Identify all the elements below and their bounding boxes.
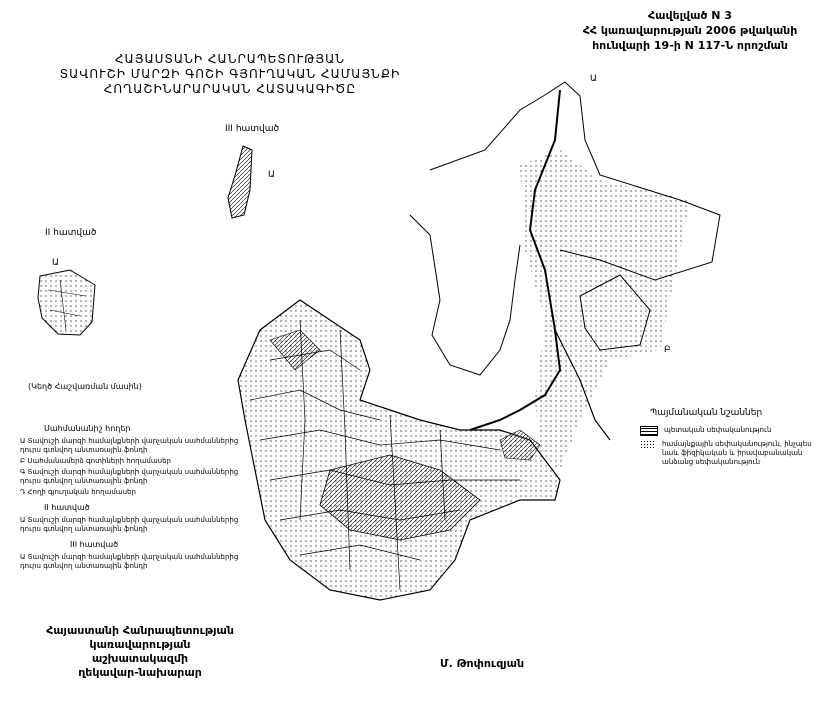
part-2-parcel	[37, 269, 96, 336]
part-2-letter: Ա	[52, 258, 59, 268]
left-legend-item: Ա Տավուշի մարզի համայնքների վարչական սահ…	[20, 516, 239, 533]
map-title: ՀԱՅԱՍՏԱՆԻ ՀԱՆՐԱՊԵՏՈՒԹՅԱՆ ՏԱՎՈՒՇԻ ՄԱՐԶԻ Գ…	[40, 52, 420, 97]
map-title-line-1: ՀԱՅԱՍՏԱՆԻ ՀԱՆՐԱՊԵՏՈՒԹՅԱՆ	[114, 52, 346, 66]
left-legend-item: Բ Սահմանամերձ գոտիների հողամասեր	[20, 457, 171, 465]
signatory-line-2: կառավարության աշխատակազմի	[89, 638, 191, 665]
left-legend-item: Ա Տավուշի մարզի համայնքների վարչական սահ…	[20, 553, 239, 570]
left-legend-heading-3: III հատված	[70, 540, 119, 549]
signatory-title: Հայաստանի Հանրապետության կառավարության ա…	[40, 624, 240, 680]
part-3-label: III հատված	[225, 124, 280, 134]
annex-title: Հավելված N 3	[648, 9, 732, 22]
left-legend: Սահմանանիշ հողեր Ա Տավուշի մարզի համայնք…	[20, 380, 245, 573]
dot-swatch-icon	[640, 440, 656, 448]
left-legend-item: Ա Տավուշի մարզի համայնքների վարչական սահ…	[20, 437, 239, 454]
annex-line-2: ՀՀ կառավարության 2006 թվականի	[582, 24, 798, 37]
legend-row-community: համայնքային սեփականություն, ինչպես նաև ֆ…	[640, 440, 820, 467]
legend-title: Պայմանական նշաններ	[650, 408, 763, 418]
map-title-line-2: ՏԱՎՈՒՇԻ ՄԱՐԶԻ ԳՈՇԻ ԳՅՈՒՂԱԿԱՆ ՀԱՄԱՅՆՔԻ	[59, 67, 401, 81]
annex-line-3: հունվարի 19-ի N 117-Ն որոշման	[592, 39, 788, 52]
signatory-line-3: ղեկավար-նախարար	[78, 666, 202, 679]
left-note: (Կեղծ Հաշվառման մասին)	[28, 382, 142, 391]
map-title-line-3: ՀՈՂԱՇԻՆԱՐԱՐԱԿԱՆ ՀԱՏԱԿԱԳԻԾԸ	[103, 82, 357, 96]
left-legend-item: Դ Հողի գյուղական հողամասեր	[20, 488, 136, 496]
map-legend: Պայմանական նշաններ պետական սեփականությու…	[640, 408, 820, 471]
legend-label: պետական սեփականություն	[664, 426, 772, 434]
left-legend-item: Գ Տավուշի մարզի համայնքների վարչական սահ…	[20, 468, 239, 485]
dense-settlement	[319, 454, 481, 541]
north-letter: Ա	[590, 74, 597, 84]
signatory-name: Մ. Թոփուզյան	[440, 657, 525, 670]
annex-header: Հավելված N 3 ՀՀ կառավարության 2006 թվակա…	[560, 8, 820, 53]
hatch-swatch-icon	[640, 426, 658, 436]
signatory-line-1: Հայաստանի Հանրապետության	[46, 624, 234, 637]
part-2-label: II հատված	[45, 228, 97, 238]
river-zone	[520, 150, 690, 470]
main-community-area	[237, 299, 561, 601]
left-legend-heading-2: II հատված	[44, 503, 90, 512]
part-3-parcel	[227, 145, 253, 219]
left-legend-heading-1: Սահմանանիշ հողեր	[44, 424, 131, 433]
legend-row-state: պետական սեփականություն	[640, 426, 820, 436]
part-3-letter: Ա	[268, 170, 275, 180]
legend-label: համայնքային սեփականություն, ինչպես նաև ֆ…	[662, 440, 812, 466]
east-letter: Բ	[664, 345, 671, 355]
